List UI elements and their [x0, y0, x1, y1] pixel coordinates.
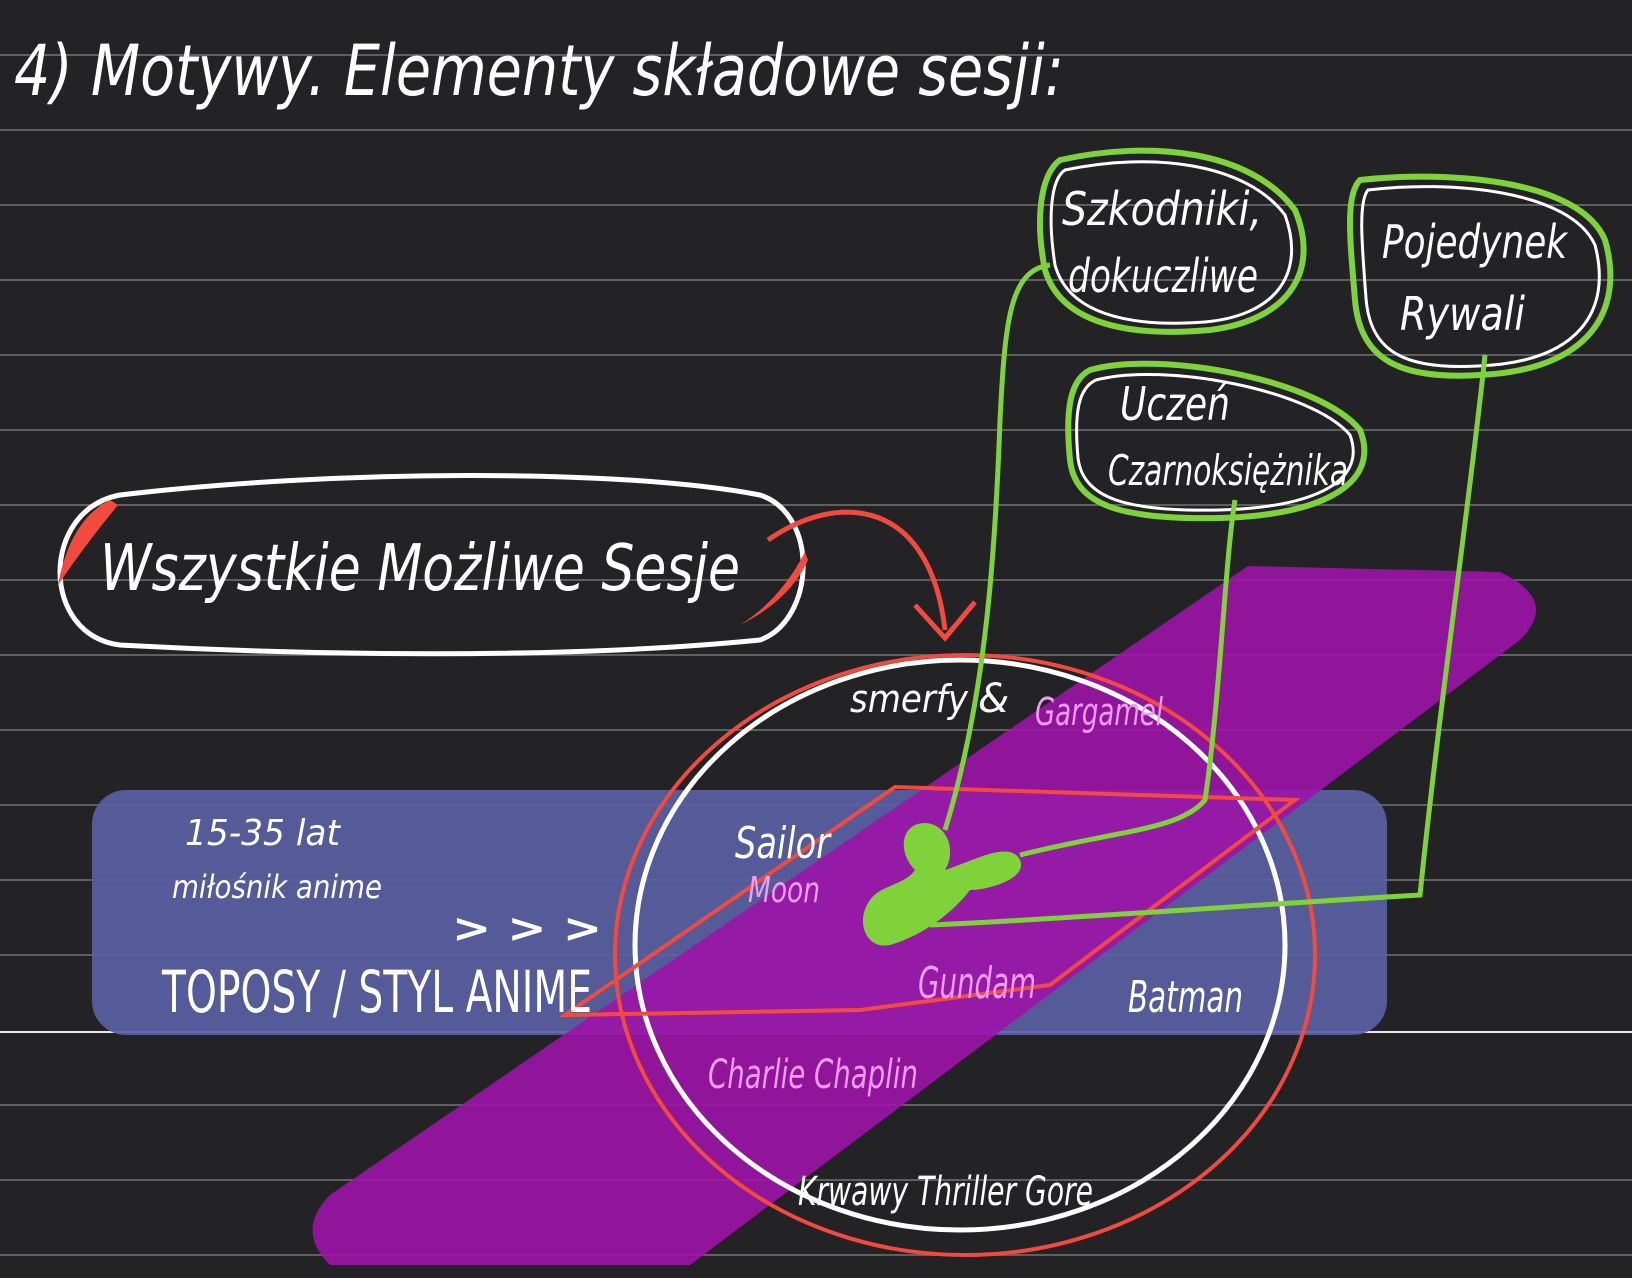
- pill-red-mark-left: [58, 500, 118, 585]
- all-sessions-label: Wszystkie Możliwe Sesje: [100, 532, 740, 606]
- motif-connectors: [929, 262, 1488, 928]
- example-thriller: Krwawy Thriller Gore: [798, 1169, 1093, 1215]
- motif-bubble-apprentice: [1065, 360, 1368, 522]
- example-gundam: Gundam: [918, 958, 1036, 1009]
- audience-arrows: > > >: [452, 906, 602, 952]
- red-arrow: [766, 509, 948, 631]
- motif-bubble-duel-inner: [1360, 185, 1601, 369]
- example-sailor: Sailor: [735, 818, 832, 869]
- motif-duel-line2: Rywali: [1400, 287, 1525, 341]
- example-batman: Batman: [1128, 972, 1243, 1023]
- sessions-circle-white: [632, 657, 1288, 1233]
- connector-apprentice: [1019, 499, 1238, 858]
- motif-bubble-apprentice-inner: [1075, 373, 1355, 512]
- pill-red-mark-right: [740, 552, 808, 625]
- all-sessions-pill: [57, 473, 806, 657]
- page-title: 4) Motywy. Elementy składowe sesji:: [14, 30, 1064, 112]
- sessions-circle-red: [613, 653, 1317, 1257]
- connector-duel: [929, 354, 1488, 928]
- audience-style: TOPOSY / STYL ANIME: [161, 958, 592, 1026]
- example-gargamel: Gargamel: [1035, 690, 1163, 734]
- audience-age: 15-35 lat: [185, 813, 342, 854]
- example-smurfs: smerfy: [850, 677, 968, 721]
- motif-bubble-pests: [1037, 147, 1307, 335]
- motif-apprentice-line1: Uczeń: [1120, 377, 1230, 431]
- example-moon: Moon: [748, 870, 820, 911]
- motif-intersection-blob: [862, 823, 1022, 946]
- motif-bubble-duel: [1347, 173, 1614, 379]
- motif-apprentice-line2: Czarnoksiężnika: [1108, 446, 1348, 495]
- audience-fan: miłośnik anime: [172, 868, 382, 906]
- motif-bubble-pests-inner: [1049, 160, 1294, 325]
- motif-pests-line1: Szkodniki,: [1062, 182, 1262, 236]
- red-arrow-head: [913, 600, 977, 642]
- example-chaplin: Charlie Chaplin: [708, 1052, 918, 1098]
- motif-pests-line2: dokuczliwe: [1068, 249, 1258, 303]
- intersection-outline: [558, 784, 1301, 1018]
- motif-duel-line1: Pojedynek: [1382, 215, 1569, 269]
- example-ampersand: &: [978, 676, 1009, 722]
- connector-pests: [942, 262, 1051, 831]
